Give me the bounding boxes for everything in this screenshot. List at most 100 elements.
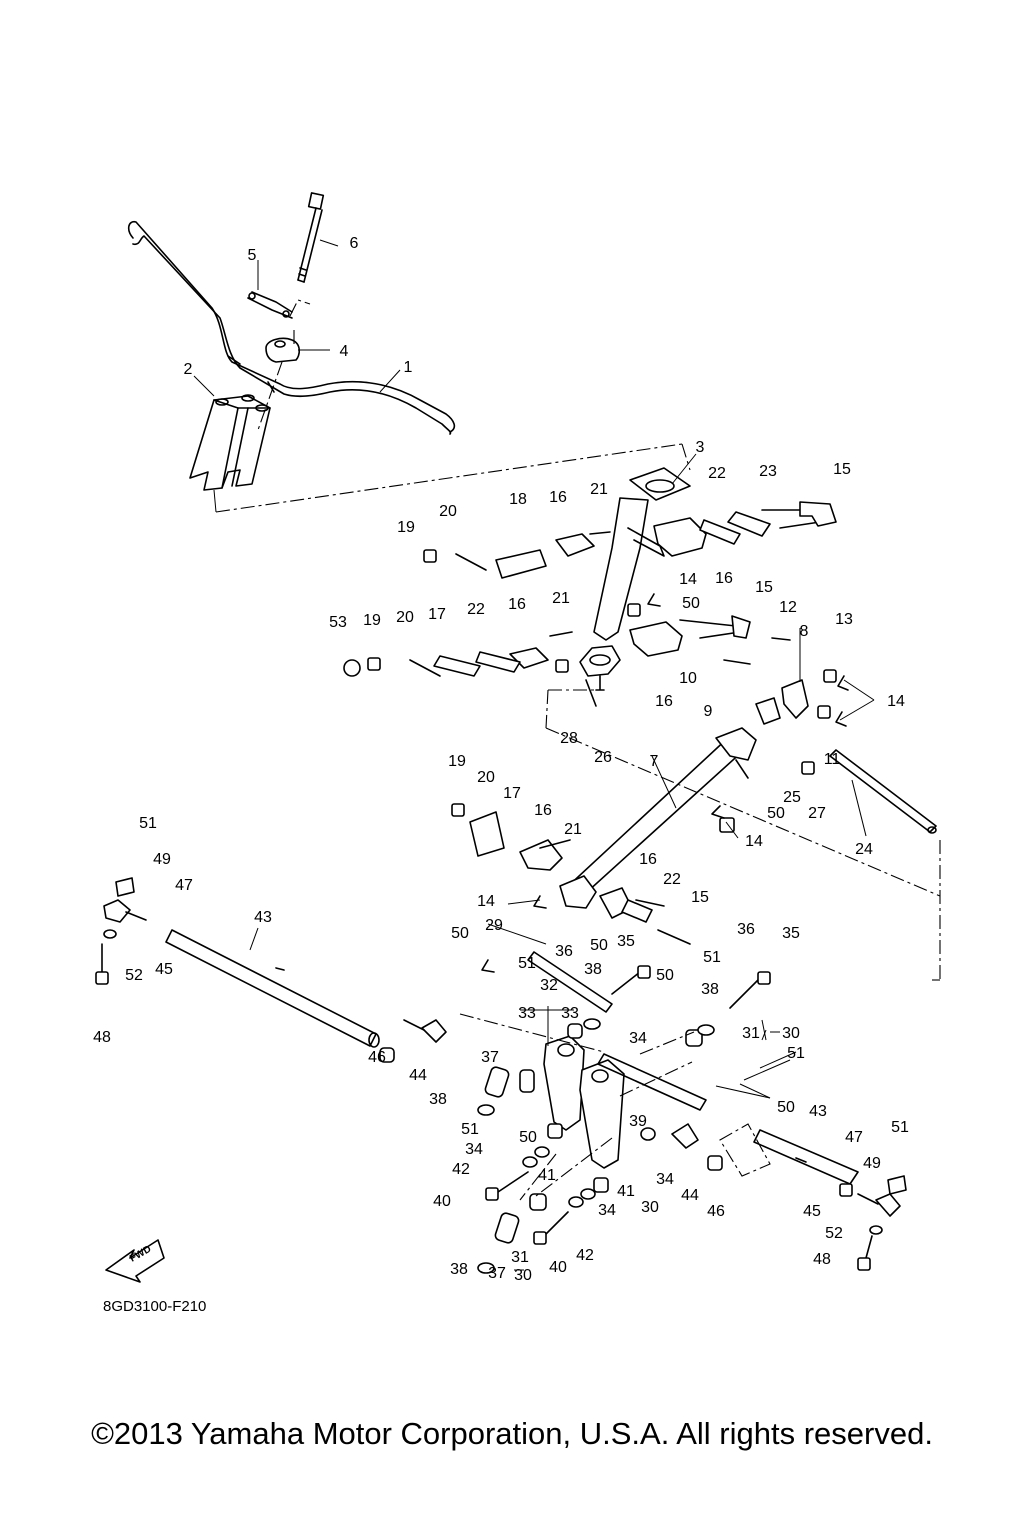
steering-shaft — [559, 727, 757, 909]
callout-c7: 7 — [650, 753, 659, 770]
column-clamps — [509, 517, 707, 919]
callout-c6: 6 — [350, 235, 359, 252]
callout-c20b: 20 — [396, 609, 414, 626]
callout-c53: 53 — [329, 614, 347, 631]
callout-c50f: 50 — [682, 595, 700, 612]
callout-c51f: 51 — [891, 1119, 909, 1136]
callout-c47b: 47 — [845, 1129, 863, 1146]
callout-c50a: 50 — [451, 925, 469, 942]
callout-c16d: 16 — [655, 693, 673, 710]
callout-c9: 9 — [704, 703, 713, 720]
callout-c34b: 34 — [465, 1141, 483, 1158]
callout-c35b: 35 — [782, 925, 800, 942]
callout-c19a: 19 — [397, 519, 415, 536]
pitman-arms — [543, 1035, 625, 1169]
callout-c47a: 47 — [175, 877, 193, 894]
callout-c20c: 20 — [477, 769, 495, 786]
callout-c51d: 51 — [461, 1121, 479, 1138]
callout-c31b: 31 — [511, 1249, 529, 1266]
callout-c14a: 14 — [679, 571, 697, 588]
callout-c36b: 36 — [737, 921, 755, 938]
callout-c50d: 50 — [519, 1129, 537, 1146]
callout-c39: 39 — [629, 1113, 647, 1130]
callout-c1: 1 — [404, 359, 413, 376]
callout-c17a: 17 — [428, 606, 446, 623]
nuts-upper — [343, 549, 837, 833]
callout-c34d: 34 — [598, 1202, 616, 1219]
callout-c14c: 14 — [745, 833, 763, 850]
clamp-bolt — [297, 192, 325, 283]
bolts-upper — [409, 501, 837, 849]
callout-c12: 12 — [779, 599, 797, 616]
callout-c26: 26 — [594, 749, 612, 766]
washers — [477, 1018, 715, 1274]
callout-c38c: 38 — [429, 1091, 447, 1108]
handlebar-holder — [189, 394, 271, 491]
callout-c13: 13 — [835, 611, 853, 628]
callout-c35a: 35 — [617, 933, 635, 950]
relay-rod — [527, 951, 707, 1111]
callout-c17b: 17 — [503, 785, 521, 802]
callout-c10: 10 — [679, 670, 697, 687]
callout-c8: 8 — [800, 623, 809, 640]
callout-c24: 24 — [855, 841, 873, 858]
callout-c16c: 16 — [508, 596, 526, 613]
callout-c48b: 48 — [813, 1251, 831, 1268]
callout-c37b: 37 — [488, 1265, 506, 1282]
handlebar — [127, 220, 456, 435]
copyright-notice: ©2013 Yamaha Motor Corporation, U.S.A. A… — [91, 1416, 933, 1451]
callout-c14b: 14 — [887, 693, 905, 710]
callout-c21c: 21 — [564, 821, 582, 838]
callout-c15b: 15 — [755, 579, 773, 596]
callout-c15a: 15 — [833, 461, 851, 478]
callout-c30a: 30 — [782, 1025, 800, 1042]
callout-c42a: 42 — [452, 1161, 470, 1178]
tie-rod-right — [719, 1123, 859, 1185]
callout-c25: 25 — [783, 789, 801, 806]
callout-c18: 18 — [509, 491, 527, 508]
callout-c22b: 22 — [467, 601, 485, 618]
callout-c33a: 33 — [518, 1005, 536, 1022]
tie-rod-left — [165, 929, 380, 1048]
callout-c46b: 46 — [707, 1203, 725, 1220]
callout-c16e: 16 — [534, 802, 552, 819]
callout-c40b: 40 — [549, 1259, 567, 1276]
fwd-arrow-icon: FWD — [105, 1239, 165, 1283]
callout-c45b: 45 — [803, 1203, 821, 1220]
steering-column — [579, 467, 691, 691]
callout-c51b: 51 — [518, 955, 536, 972]
callout-c43a: 43 — [254, 909, 272, 926]
callout-layer: 1234567891011121314141414151515161616161… — [93, 235, 909, 1284]
bushings-and-collars — [379, 1023, 723, 1244]
callout-c31a: 31 — [742, 1025, 760, 1042]
callout-c19b: 19 — [363, 612, 381, 629]
callout-c45a: 45 — [155, 961, 173, 978]
callout-c44a: 44 — [409, 1067, 427, 1084]
callout-c52a: 52 — [125, 967, 143, 984]
callout-c46a: 46 — [368, 1049, 386, 1066]
callout-c50c: 50 — [656, 967, 674, 984]
callout-c49a: 49 — [153, 851, 171, 868]
callout-c22c: 22 — [663, 871, 681, 888]
drag-link-upper — [829, 749, 937, 834]
callout-c34a: 34 — [629, 1030, 647, 1047]
lower-guide-lines — [459, 1013, 695, 1201]
callout-c30c: 30 — [514, 1267, 532, 1284]
callout-c14d: 14 — [477, 893, 495, 910]
callout-c20a: 20 — [439, 503, 457, 520]
callout-c44b: 44 — [681, 1187, 699, 1204]
column-guide-lines — [545, 689, 941, 981]
callout-c50g: 50 — [767, 805, 785, 822]
callout-c40a: 40 — [433, 1193, 451, 1210]
callout-c48a: 48 — [93, 1029, 111, 1046]
callout-c52b: 52 — [825, 1225, 843, 1242]
callout-c51e: 51 — [787, 1045, 805, 1062]
callout-c32: 32 — [540, 977, 558, 994]
callout-c51c: 51 — [703, 949, 721, 966]
callout-c38b: 38 — [701, 981, 719, 998]
callout-c43b: 43 — [809, 1103, 827, 1120]
callout-c11: 11 — [824, 751, 841, 768]
callout-c50b: 50 — [590, 937, 608, 954]
callout-c33b: 33 — [561, 1005, 579, 1022]
callout-c3: 3 — [696, 439, 705, 456]
